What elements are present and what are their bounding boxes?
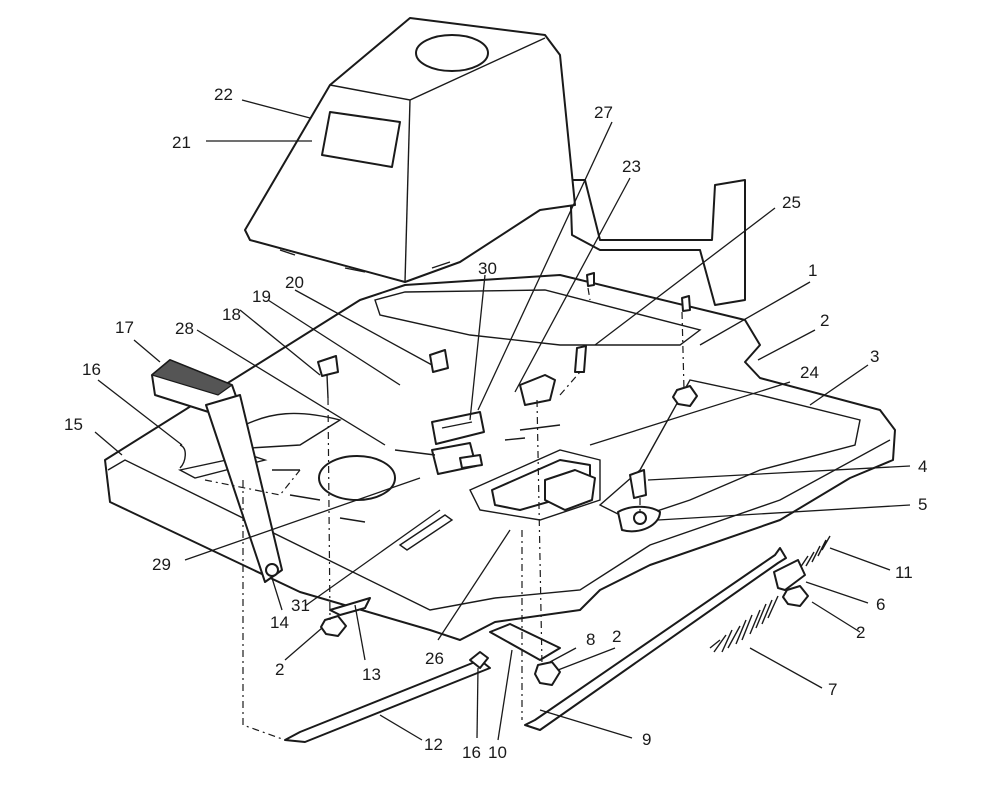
callout-13: 13 bbox=[362, 665, 381, 684]
callout-29: 29 bbox=[152, 555, 171, 574]
callout-15: 15 bbox=[64, 415, 83, 434]
callout-7: 7 bbox=[828, 680, 837, 699]
assembly-lines bbox=[204, 287, 685, 741]
rear-frame bbox=[569, 179, 746, 306]
switch-assembly bbox=[394, 349, 556, 475]
callout-14: 14 bbox=[270, 613, 289, 632]
callout-3: 3 bbox=[870, 347, 879, 366]
callout-22: 22 bbox=[214, 85, 233, 104]
leader-lines bbox=[94, 99, 911, 741]
callout-17: 17 bbox=[115, 318, 134, 337]
callout-30: 30 bbox=[478, 259, 497, 278]
callout-9: 9 bbox=[642, 730, 651, 749]
callout-8: 8 bbox=[586, 630, 595, 649]
callout-24: 24 bbox=[800, 363, 819, 382]
rods-linkage bbox=[284, 547, 806, 743]
callout-23: 23 bbox=[622, 157, 641, 176]
callout-18: 18 bbox=[222, 305, 241, 324]
callout-26: 26 bbox=[425, 649, 444, 668]
callout-21: 21 bbox=[172, 133, 191, 152]
callout-16-lower: 16 bbox=[462, 743, 481, 762]
callout-27: 27 bbox=[594, 103, 613, 122]
nuts bbox=[320, 385, 809, 686]
springs bbox=[709, 535, 831, 653]
callout-2-left: 2 bbox=[275, 660, 284, 679]
callout-10: 10 bbox=[488, 743, 507, 762]
bolts bbox=[317, 272, 691, 533]
callout-5: 5 bbox=[918, 495, 927, 514]
console-cover bbox=[244, 17, 576, 283]
callout-11: 11 bbox=[895, 563, 913, 582]
callout-6: 6 bbox=[876, 595, 885, 614]
pedal-assembly bbox=[150, 359, 283, 583]
callout-28: 28 bbox=[175, 319, 194, 338]
callout-2-center: 2 bbox=[612, 627, 621, 646]
callout-labels: 22 21 27 23 25 1 2 3 24 4 5 11 6 2 7 8 2… bbox=[64, 85, 927, 762]
callout-2-upper-right: 2 bbox=[820, 311, 829, 330]
callout-2-right: 2 bbox=[856, 623, 865, 642]
callout-4: 4 bbox=[918, 457, 927, 476]
callout-20: 20 bbox=[285, 273, 304, 292]
callout-25: 25 bbox=[782, 193, 801, 212]
callout-31: 31 bbox=[291, 596, 310, 615]
callout-16-upper: 16 bbox=[82, 360, 101, 379]
callout-1: 1 bbox=[808, 261, 817, 280]
slider-bracket bbox=[491, 459, 596, 511]
callout-19: 19 bbox=[252, 287, 271, 306]
callout-12: 12 bbox=[424, 735, 443, 754]
